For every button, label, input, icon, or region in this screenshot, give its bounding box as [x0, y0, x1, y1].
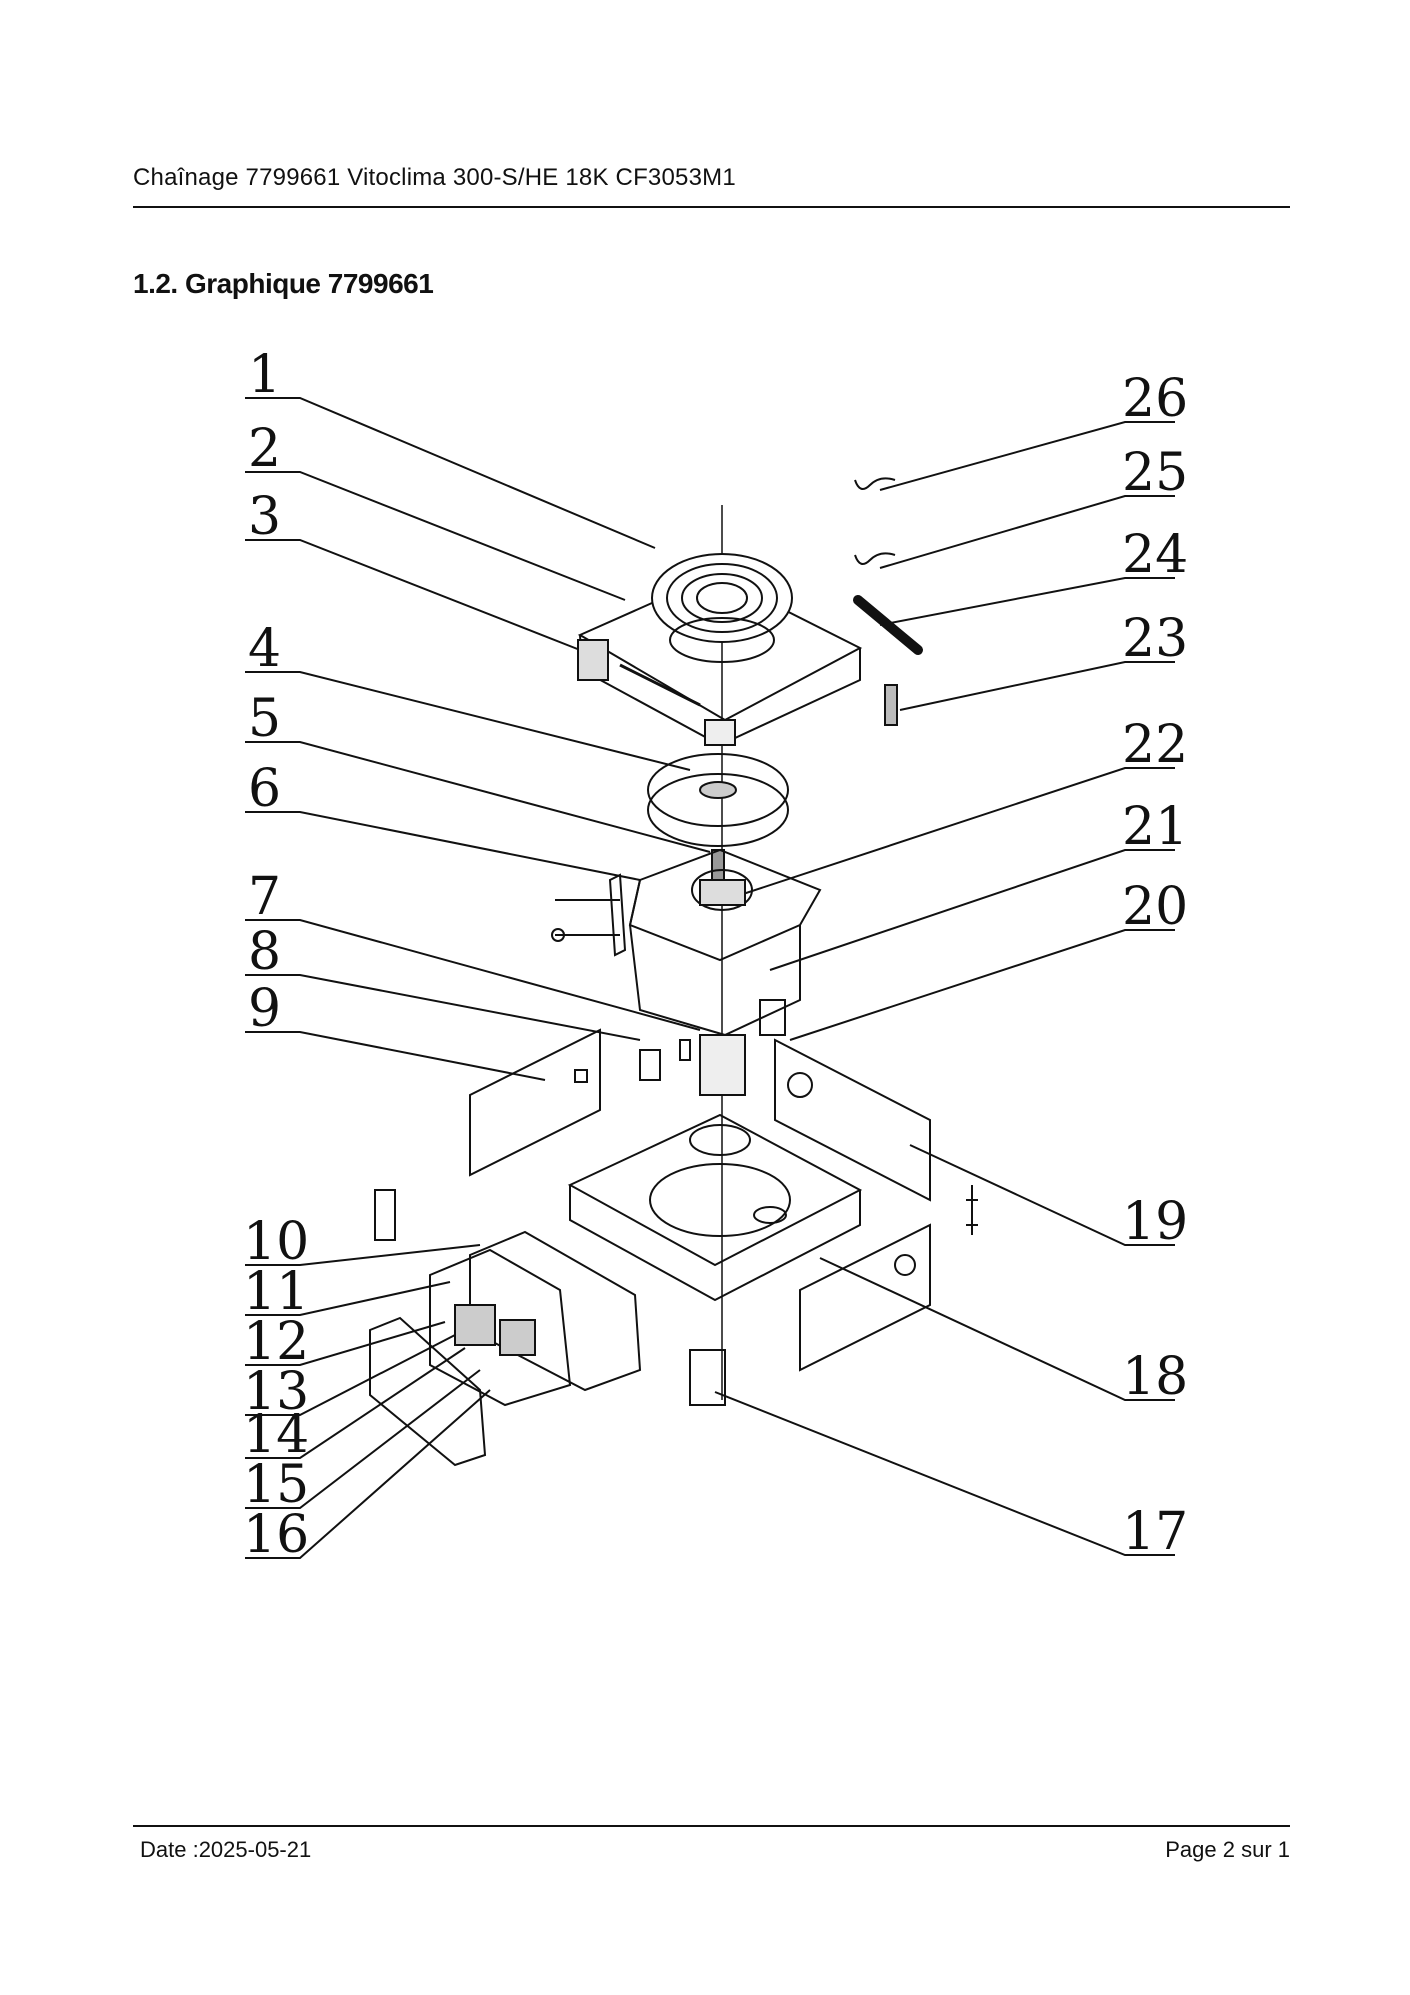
- drain-pan: [567, 1113, 863, 1267]
- valve-assembly: [608, 873, 627, 957]
- component-drawings: [369, 477, 978, 1467]
- sensor-tube: [853, 595, 923, 655]
- callout-1: 1: [248, 345, 281, 405]
- callout-14: 14: [243, 1405, 309, 1465]
- fan-wheel: [647, 753, 789, 827]
- header-divider: [133, 206, 1290, 208]
- callout-19: 19: [1122, 1192, 1188, 1252]
- footer-date: Date :2025-05-21: [140, 1837, 312, 1862]
- callout-21: 21: [1122, 797, 1188, 857]
- callout-20: 20: [1122, 877, 1188, 937]
- callout-26: 26: [1122, 369, 1188, 429]
- callout-24: 24: [1122, 525, 1188, 585]
- callout-4: 4: [248, 619, 281, 679]
- left-side-panel: [469, 1028, 601, 1177]
- right-callouts: 26 25 24 23 22 21 20 19 18 17: [1122, 369, 1188, 1562]
- callout-6: 6: [248, 759, 281, 819]
- callout-11: 11: [243, 1262, 309, 1322]
- callout-5: 5: [248, 689, 281, 749]
- callout-17: 17: [1122, 1502, 1188, 1562]
- callout-8: 8: [248, 922, 281, 982]
- callout-23: 23: [1122, 609, 1188, 669]
- footer-divider: [133, 1825, 1290, 1827]
- callout-13: 13: [243, 1362, 309, 1422]
- callout-18: 18: [1122, 1347, 1188, 1407]
- remote-control: [884, 684, 898, 726]
- section-title: 1.2. Graphique 7799661: [133, 268, 434, 299]
- callout-10: 10: [243, 1212, 309, 1272]
- wire-26: [854, 477, 896, 490]
- filter-grille: [651, 553, 793, 643]
- callout-22: 22: [1122, 715, 1188, 775]
- callout-9: 9: [248, 979, 281, 1039]
- callout-16: 16: [243, 1505, 309, 1565]
- left-callouts: 1 2 3 4 5 6 7 8 9 10 11 12 13 14 15 16: [243, 345, 309, 1565]
- wire-25: [854, 552, 896, 565]
- callout-12: 12: [243, 1312, 309, 1372]
- document-header-title: Chaînage 7799661 Vitoclima 300-S/HE 18K …: [133, 164, 736, 191]
- bottom-bracket: [689, 1349, 726, 1406]
- footer-page-number: Page 2 sur 1: [1165, 1837, 1290, 1862]
- right-side-panel: [774, 1038, 931, 1202]
- callout-25: 25: [1122, 443, 1188, 503]
- callout-7: 7: [248, 867, 281, 927]
- callout-2: 2: [248, 419, 281, 479]
- callout-3: 3: [248, 487, 281, 547]
- callout-15: 15: [243, 1455, 309, 1515]
